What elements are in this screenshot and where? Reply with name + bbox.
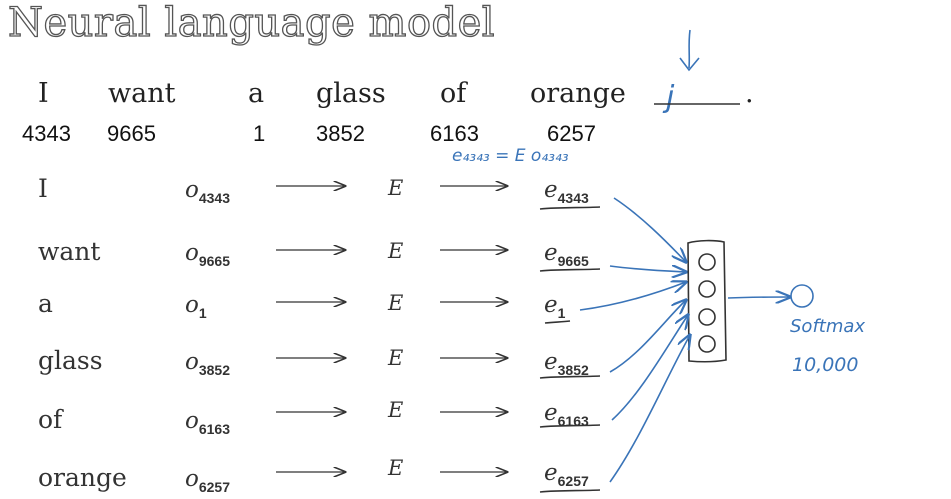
embedding-underline — [544, 320, 571, 324]
hidden-layer-box — [687, 239, 727, 363]
one-hot-vector: o4343 — [185, 177, 231, 206]
blank-pointer-arrow — [688, 29, 691, 69]
sentence-word: of — [440, 78, 467, 109]
embedding-matrix: E — [388, 239, 404, 263]
hidden-unit — [698, 335, 716, 353]
softmax-unit — [790, 284, 814, 308]
input-to-hidden-arrow — [609, 335, 690, 483]
sentence-word: glass — [316, 78, 386, 109]
sentence-end-punct: . — [745, 78, 754, 109]
sentence-word: a — [248, 78, 265, 109]
embedding-underline — [539, 206, 601, 210]
row-word: glass — [38, 346, 103, 375]
hidden-unit — [698, 253, 716, 271]
row-word: want — [38, 237, 101, 266]
word-index: 6163 — [430, 121, 479, 146]
one-hot-vector: o9665 — [185, 240, 231, 269]
row-word: I — [38, 174, 48, 203]
embedding-underline — [539, 268, 601, 272]
embedding-vector: e1 — [544, 292, 566, 321]
embedding-underline — [539, 424, 601, 428]
input-to-hidden-arrow — [613, 197, 686, 262]
word-index: 4343 — [22, 121, 71, 146]
sentence-word: orange — [530, 78, 626, 109]
input-to-hidden-arrow — [609, 300, 686, 373]
blank-pointer-arrowhead — [679, 57, 700, 72]
hidden-unit — [698, 280, 716, 298]
sentence-word: I — [38, 78, 49, 109]
one-hot-vector: o1 — [185, 292, 207, 321]
embedding-vector: e9665 — [544, 240, 589, 269]
embedding-vector: e4343 — [544, 177, 589, 206]
one-hot-vector: o3852 — [185, 349, 231, 378]
word-index: 3852 — [316, 121, 365, 146]
row-word: orange — [38, 463, 127, 492]
input-to-hidden-arrow — [609, 266, 686, 272]
embedding-vector: e3852 — [544, 349, 589, 378]
embedding-matrix: E — [388, 398, 404, 422]
sentence-word: want — [108, 78, 176, 109]
word-index: 1 — [253, 121, 266, 146]
word-index: 9665 — [107, 121, 156, 146]
embedding-underline — [539, 489, 601, 493]
embedding-matrix: E — [388, 176, 404, 200]
embedding-vector: e6257 — [544, 460, 589, 489]
embedding-matrix: E — [388, 346, 404, 370]
softmax-label: Softmax — [790, 316, 866, 337]
embedding-equation: e₄₃₄₃ = E o₄₃₄₃ — [452, 146, 569, 166]
embedding-matrix: E — [388, 456, 404, 480]
embedding-underline — [539, 375, 601, 379]
one-hot-vector: o6257 — [185, 466, 231, 495]
row-word: a — [38, 289, 53, 318]
blank-mark: j — [666, 80, 675, 115]
row-word: of — [38, 405, 63, 434]
input-to-hidden-arrow — [611, 315, 688, 421]
vocab-size-label: 10,000 — [792, 354, 859, 376]
input-to-hidden-arrow — [579, 282, 686, 311]
hidden-unit — [698, 308, 716, 326]
embedding-matrix: E — [388, 291, 404, 315]
hidden-to-softmax-arrow — [727, 297, 790, 298]
slide-title: Neural language model — [7, 0, 496, 47]
word-index: 6257 — [547, 121, 596, 146]
one-hot-vector: o6163 — [185, 408, 231, 437]
